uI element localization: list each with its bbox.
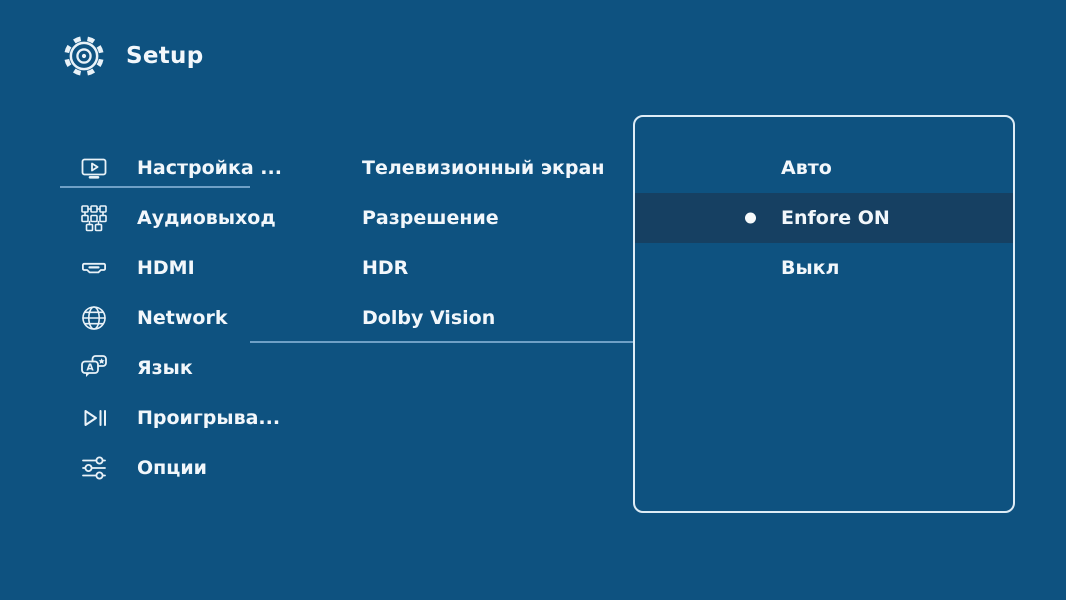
sidebar-selection-underline xyxy=(60,186,250,188)
sidebar-item-label: Проигрыва... xyxy=(137,407,281,429)
page-title: Setup xyxy=(126,43,204,69)
setting-item-resolution[interactable]: Разрешение xyxy=(362,193,604,243)
option-label: Выкл xyxy=(781,257,840,279)
sliders-icon xyxy=(78,453,110,483)
sidebar-item-player[interactable]: Проигрыва... xyxy=(78,393,282,443)
option-enfore-on[interactable]: Enfore ON xyxy=(635,193,1013,243)
option-auto[interactable]: Авто xyxy=(635,143,1013,193)
setting-item-hdr[interactable]: HDR xyxy=(362,243,604,293)
setting-item-label: Dolby Vision xyxy=(362,307,496,329)
option-label: Enfore ON xyxy=(781,207,890,229)
settings-list: Телевизионный экран Разрешение HDR Dolby… xyxy=(362,143,604,343)
hdmi-icon xyxy=(78,253,110,283)
setting-item-dolby-vision[interactable]: Dolby Vision xyxy=(362,293,604,343)
play-pause-icon xyxy=(78,403,110,433)
sidebar-item-label: Язык xyxy=(137,357,193,379)
sidebar-item-hdmi[interactable]: HDMI xyxy=(78,243,282,293)
settings-selection-underline xyxy=(250,341,633,343)
sidebar-item-network[interactable]: Network xyxy=(78,293,282,343)
options-list: Авто Enfore ON Выкл xyxy=(635,143,1013,293)
option-off[interactable]: Выкл xyxy=(635,243,1013,293)
audio-matrix-icon xyxy=(78,203,110,233)
tv-play-icon xyxy=(78,153,110,183)
translate-icon: A xyxy=(78,353,110,383)
setting-item-label: Телевизионный экран xyxy=(362,157,605,179)
sidebar-item-label: Настройка ... xyxy=(137,157,282,179)
gear-icon xyxy=(64,36,104,76)
globe-icon xyxy=(78,303,110,333)
sidebar-item-label: Опции xyxy=(137,457,207,479)
sidebar-item-audio-output[interactable]: Аудиовыход xyxy=(78,193,282,243)
selected-bullet-icon xyxy=(745,212,756,224)
sidebar-item-label: Аудиовыход xyxy=(137,207,276,229)
sidebar: Настройка ... Аудиовыход xyxy=(78,143,282,493)
sidebar-item-language[interactable]: A Язык xyxy=(78,343,282,393)
setting-item-label: HDR xyxy=(362,257,409,279)
header: Setup xyxy=(60,32,204,80)
sidebar-item-label: Network xyxy=(137,307,228,329)
sidebar-item-setup[interactable]: Настройка ... xyxy=(78,143,282,193)
svg-text:A: A xyxy=(86,362,94,373)
option-label: Авто xyxy=(781,157,832,179)
sidebar-item-label: HDMI xyxy=(137,257,195,279)
sidebar-item-options[interactable]: Опции xyxy=(78,443,282,493)
setting-item-label: Разрешение xyxy=(362,207,499,229)
setting-item-tv-screen[interactable]: Телевизионный экран xyxy=(362,143,604,193)
options-panel: Авто Enfore ON Выкл xyxy=(633,115,1015,513)
